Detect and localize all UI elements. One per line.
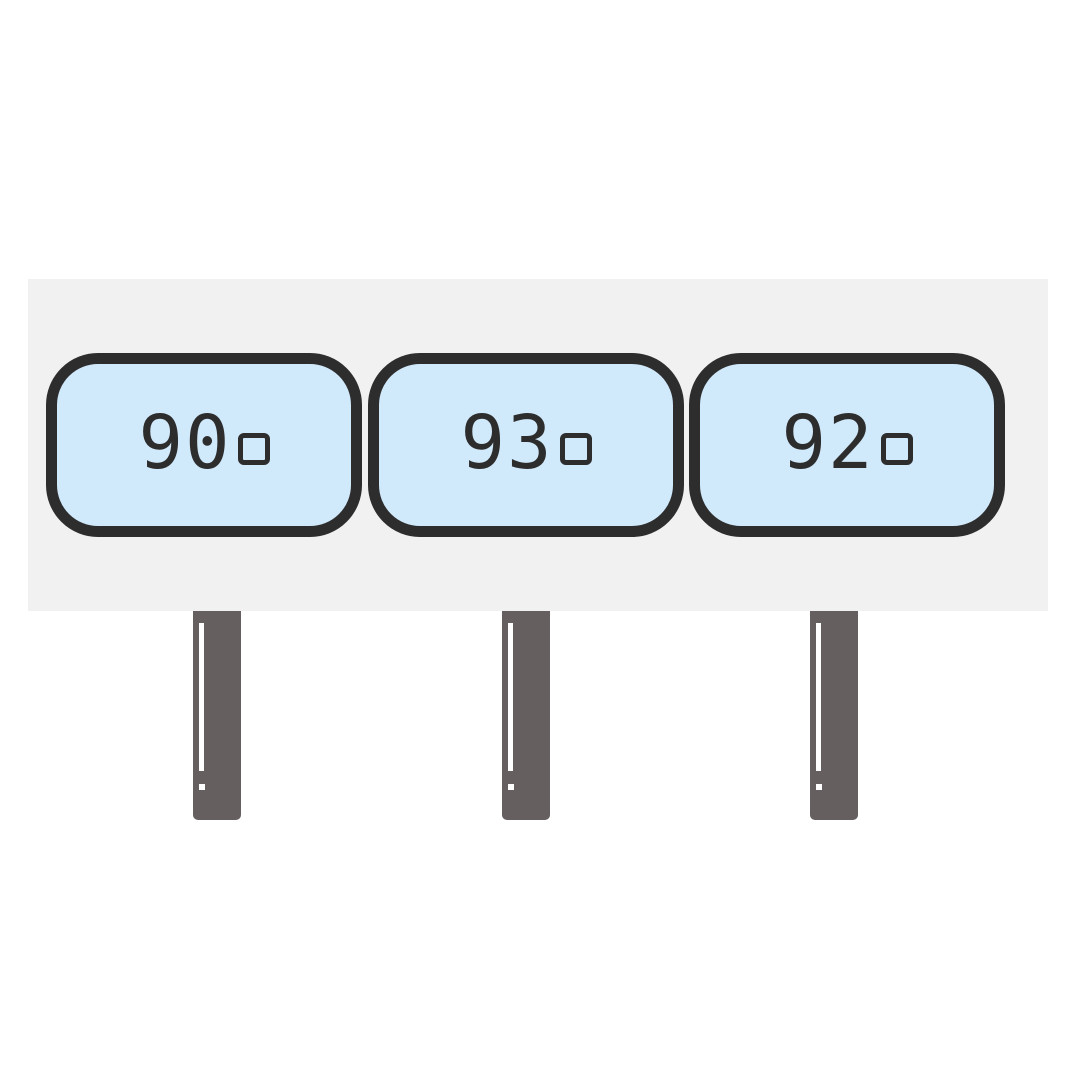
degree-icon	[880, 433, 913, 465]
pole-highlight	[816, 623, 821, 771]
support-pole	[193, 611, 241, 820]
support-pole	[502, 611, 550, 820]
temperature-value: 93	[460, 400, 554, 486]
support-pole	[810, 611, 858, 820]
pole-dot	[508, 784, 514, 790]
pole-highlight	[199, 623, 204, 771]
degree-icon	[237, 433, 270, 465]
pole-highlight	[508, 623, 513, 771]
degree-icon	[559, 433, 592, 465]
pole-dot	[199, 784, 205, 790]
temperature-display-1: 90	[46, 353, 362, 537]
temperature-value: 90	[138, 400, 232, 486]
pole-dot	[816, 784, 822, 790]
temperature-display-3: 92	[689, 353, 1005, 537]
temperature-value: 92	[781, 400, 875, 486]
temperature-display-2: 93	[368, 353, 684, 537]
